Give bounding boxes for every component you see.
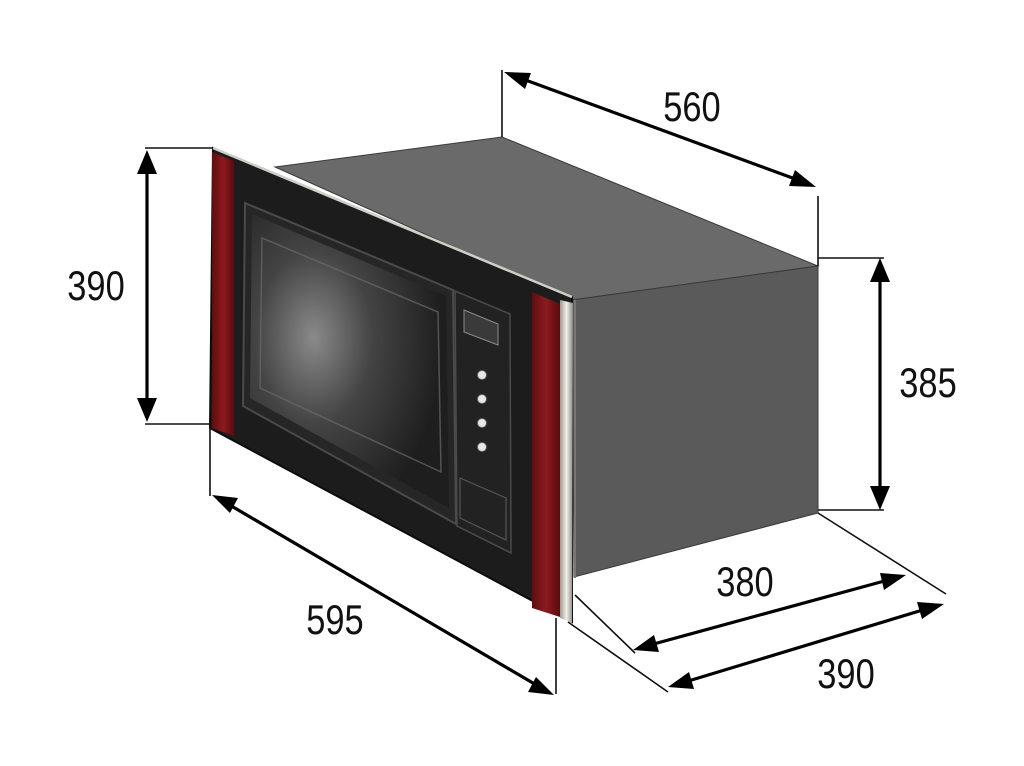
extension-lines xyxy=(145,70,947,694)
button-dot-icon xyxy=(477,370,487,452)
left-red-trim xyxy=(212,152,234,436)
label-bottom-inner: 380 xyxy=(716,559,773,606)
arrow-left-height xyxy=(137,150,157,422)
door-window-glass xyxy=(250,214,449,508)
box-right-side xyxy=(571,265,819,578)
right-red-trim xyxy=(532,292,560,617)
dimension-arrows xyxy=(137,72,944,695)
arrow-front-width xyxy=(212,495,554,695)
arrow-top-depth xyxy=(504,72,816,187)
door-window-inner-frame xyxy=(259,236,442,474)
arrow-right-height xyxy=(870,258,890,510)
lcd-display-icon xyxy=(463,309,499,346)
label-front-width: 595 xyxy=(306,597,363,644)
label-right-height: 385 xyxy=(899,360,956,407)
microwave-body xyxy=(273,136,820,578)
arrow-bottom-outer xyxy=(668,602,944,689)
label-bottom-outer: 390 xyxy=(817,651,874,698)
control-lower-panel xyxy=(459,477,507,541)
arrow-bottom-inner xyxy=(633,573,906,652)
silver-edge-trim xyxy=(560,300,573,623)
microwave-front-panel xyxy=(208,146,573,624)
dimension-labels: 560 390 385 595 380 390 xyxy=(67,84,956,698)
label-left-height: 390 xyxy=(67,263,124,310)
label-top-depth: 560 xyxy=(663,84,720,131)
